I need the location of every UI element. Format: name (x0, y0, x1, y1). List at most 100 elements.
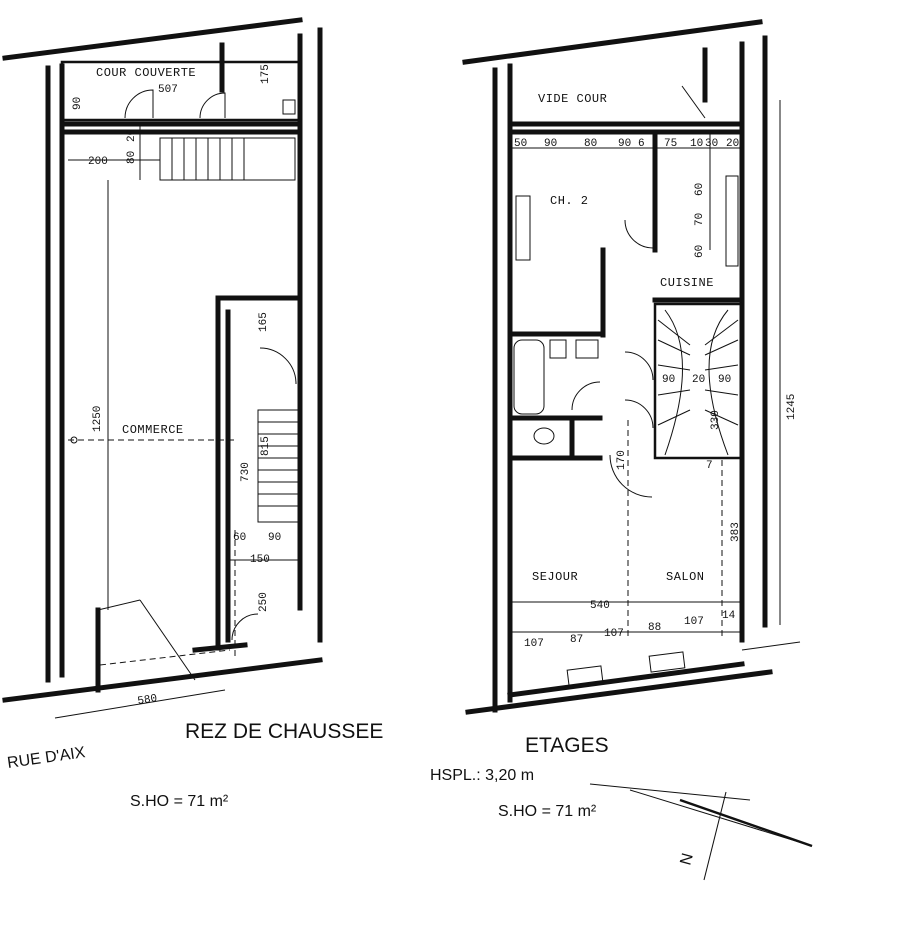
bedroom-wardrobe (515, 195, 531, 261)
bathtub (513, 339, 545, 415)
upper-floor-surface: S.HO = 71 m² (498, 803, 597, 820)
dim-7: 7 (706, 460, 713, 472)
dim-top-50: 50 (514, 138, 527, 150)
dim-v60: 60 (694, 183, 706, 196)
dim-bottom-88: 88 (648, 622, 661, 634)
dim-60: 60 (233, 532, 246, 544)
room-label-commerce: COMMERCE (122, 423, 184, 437)
dim-383: 383 (730, 522, 742, 542)
facade-return (741, 641, 801, 651)
room-label-cour-couverte: COUR COUVERTE (96, 66, 196, 80)
dim-line-580 (54, 689, 226, 719)
ground-top-stair (159, 137, 296, 181)
compass-axis (703, 791, 727, 881)
kitchen-counter (725, 175, 739, 267)
north-arrow: N (589, 783, 813, 881)
dim-top-90: 90 (544, 138, 557, 150)
dim-top-6: 6 (638, 138, 645, 150)
dim-top-20: 20 (726, 138, 739, 150)
dim-175: 175 (260, 64, 272, 84)
dim-170: 170 (616, 450, 628, 470)
dim-top-30: 30 (705, 138, 718, 150)
dim-top-90b: 90 (618, 138, 631, 150)
dim-815: 815 (260, 436, 272, 456)
dim-bottom-87: 87 (570, 634, 583, 646)
storefront-threshold (99, 649, 231, 666)
dim-bottom-14: 14 (722, 610, 736, 622)
dim-200: 200 (88, 156, 108, 168)
compass-line-1 (589, 783, 751, 801)
dim-top-75: 75 (664, 138, 677, 150)
stair-core-exit-door (231, 613, 259, 641)
dim-165: 165 (258, 312, 270, 332)
dim-bottom-107: 107 (524, 638, 544, 650)
bath-door-swing (571, 381, 601, 411)
dim-150: 150 (250, 554, 270, 566)
upper-floor-plan: VIDE COUR 50 90 80 90 6 75 10 30 20 60 7… (430, 19, 801, 820)
dim-top-80: 80 (584, 138, 597, 150)
ground-stair (257, 409, 299, 523)
bedroom-door-swing (624, 219, 654, 249)
room-label-cuisine: CUISINE (660, 276, 714, 290)
dim-1245: 1245 (786, 394, 798, 420)
stair-core-door-swing (259, 347, 297, 385)
commerce-axis-marker (70, 436, 78, 444)
ground-top-edge (2, 17, 303, 61)
dim-250: 250 (258, 592, 270, 612)
ground-floor-surface: S.HO = 71 m² (130, 793, 229, 810)
cour-couverte-area (60, 60, 302, 122)
dim-bottom-107c: 107 (684, 616, 704, 628)
ground-bottom-edge (2, 657, 323, 703)
cour-door-swing-2 (199, 92, 226, 119)
dim-507: 507 (158, 84, 178, 96)
living-door-swing (609, 454, 653, 498)
dim-stair-20: 20 (692, 374, 705, 386)
storefront-door-edge (139, 599, 196, 681)
room-label-salon: SALON (666, 570, 705, 584)
cour-door-swing (124, 89, 154, 119)
upper-floor-title: ETAGES (525, 734, 609, 757)
upper-facade (507, 661, 745, 698)
dim-20: 20 (126, 129, 138, 142)
dim-v70: 70 (694, 213, 706, 226)
dim-330: 330 (710, 410, 722, 430)
bath-sink-2 (575, 339, 599, 359)
facade-window-1 (566, 665, 604, 687)
ground-floor-plan: COUR COUVERTE 507 175 90 20 80 200 1250 … (2, 17, 383, 810)
ground-top-stair-treads (171, 138, 245, 180)
dim-stair-90b: 90 (718, 374, 731, 386)
compass-needle (679, 798, 813, 848)
stair-door-swing-2 (624, 399, 654, 429)
room-label-ch2: CH. 2 (550, 194, 589, 208)
dim-90b: 90 (268, 532, 281, 544)
dim-stair-90: 90 (662, 374, 675, 386)
upper-stair-core (653, 302, 743, 460)
upper-top-edge (462, 19, 763, 65)
spiral-stair-treads (657, 319, 739, 426)
street-label: RUE D'AIX (6, 744, 87, 772)
dim-top-10: 10 (690, 138, 703, 150)
ground-floor-title: REZ DE CHAUSSEE (185, 720, 383, 743)
vide-cour-window (681, 85, 706, 119)
facade-window-2 (648, 651, 686, 673)
dim-730: 730 (240, 462, 252, 482)
cour-meter-box (282, 99, 296, 115)
stair-door-swing (624, 351, 654, 381)
dim-bottom-107b: 107 (604, 628, 624, 640)
upper-floor-height: HSPL.: 3,20 m (430, 767, 534, 784)
dim-580: 580 (137, 693, 158, 708)
stair-core-bottom-wall (192, 642, 248, 653)
dim-v60b: 60 (694, 245, 706, 258)
bath-sink-1 (549, 339, 567, 359)
dim-540: 540 (590, 600, 610, 612)
dim-1250: 1250 (92, 406, 104, 432)
dim-90: 90 (72, 97, 84, 110)
room-label-sejour: SEJOUR (532, 570, 578, 584)
north-label: N (677, 851, 696, 867)
room-label-vide-cour: VIDE COUR (538, 92, 607, 106)
toilet (533, 427, 555, 445)
dim-80: 80 (126, 151, 138, 164)
ground-stair-treads (258, 421, 298, 507)
upper-bottom-edge (465, 669, 773, 715)
